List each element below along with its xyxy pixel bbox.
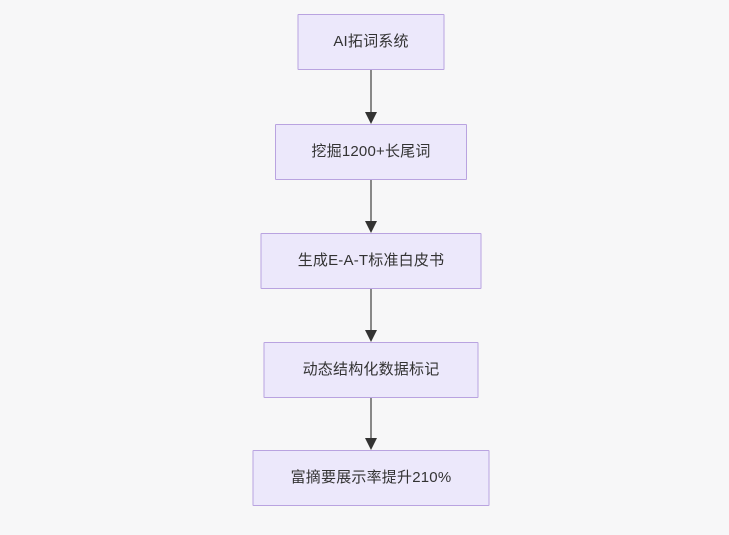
edge-node4-to-node5 [356, 398, 386, 450]
flow-node-mine-longtail-keywords[interactable]: 挖掘1200+长尾词 [275, 124, 467, 180]
flow-node-rich-snippet-impression-lift[interactable]: 富摘要展示率提升210% [252, 450, 490, 506]
flow-node-label: 动态结构化数据标记 [302, 361, 440, 378]
flow-node-generate-eat-whitepaper[interactable]: 生成E-A-T标准白皮书 [260, 233, 482, 289]
edge-node2-to-node3 [356, 180, 386, 233]
flow-node-label: AI拓词系统 [333, 33, 409, 50]
edge-node3-to-node4 [356, 289, 386, 342]
flow-node-label: 生成E-A-T标准白皮书 [297, 252, 445, 269]
flow-node-ai-keyword-system[interactable]: AI拓词系统 [297, 14, 445, 70]
flow-node-label: 挖掘1200+长尾词 [311, 143, 431, 160]
flow-node-label: 富摘要展示率提升210% [290, 469, 452, 486]
flow-node-dynamic-structured-data-markup[interactable]: 动态结构化数据标记 [263, 342, 479, 398]
edge-node1-to-node2 [356, 70, 386, 124]
